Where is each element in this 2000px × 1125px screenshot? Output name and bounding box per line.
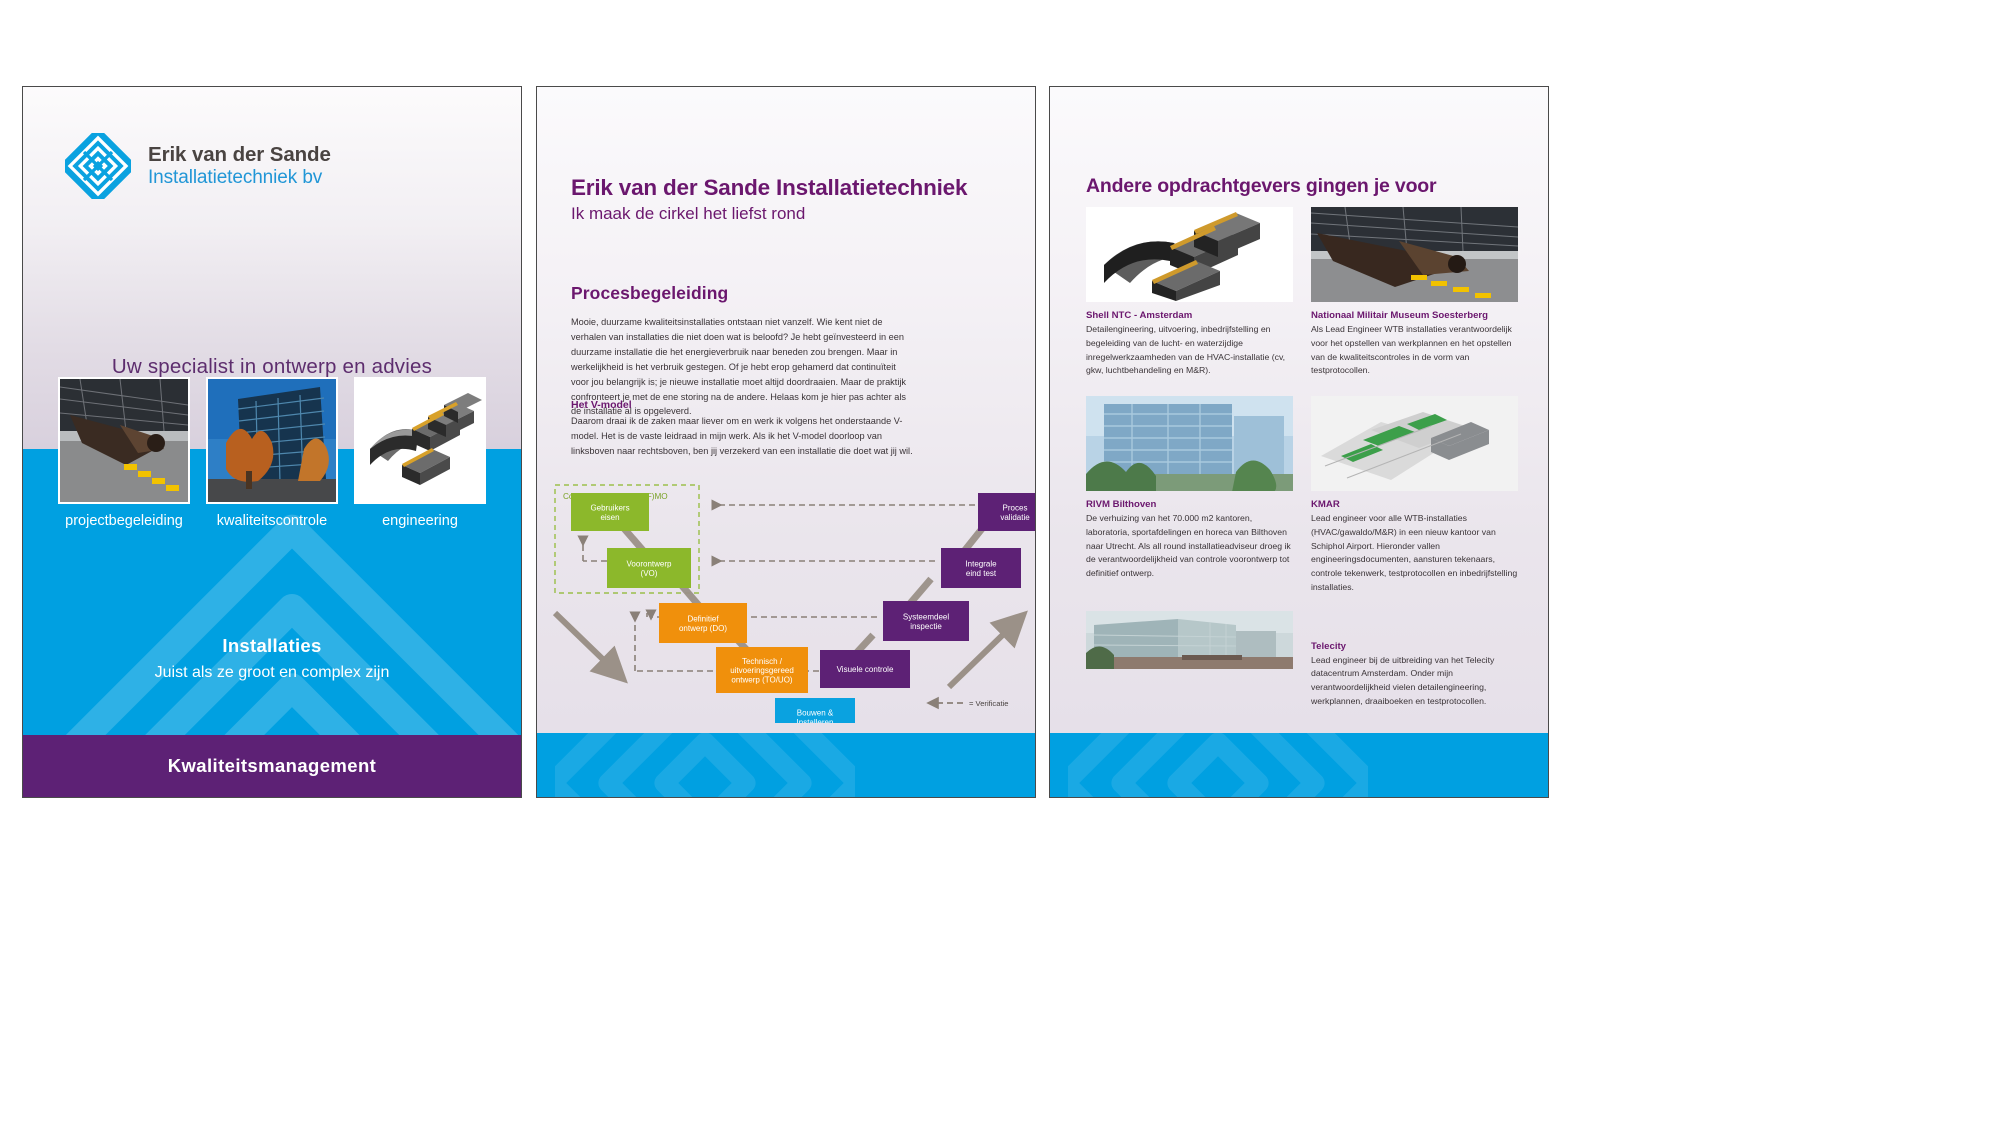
reference-description: Lead engineer voor alle WTB-installaties… <box>1311 513 1518 592</box>
vmodel-node-voorontwerp: Voorontwerp(VO) <box>607 548 691 588</box>
reference-image-nmm <box>1311 207 1518 302</box>
reference-card-shell[interactable]: Shell NTC - Amsterdam Detailengineering,… <box>1086 207 1293 378</box>
reference-image-rivm <box>1086 396 1293 491</box>
thumb-caption: projectbegeleiding <box>65 513 183 529</box>
cover-thumb-engineering[interactable]: engineering <box>354 377 486 529</box>
mid-subsection-heading: Het V-model <box>571 399 632 411</box>
logo-company-subtitle: Installatietechniek bv <box>148 166 323 188</box>
reference-description: Lead engineer bij de uitbreiding van het… <box>1311 654 1495 706</box>
mid-intro-paragraph: Mooie, duurzame kwaliteitsinstallaties o… <box>571 317 907 417</box>
thumb-image-projectbegeleiding <box>58 377 190 504</box>
reference-row: Telecity Lead engineer bij de uitbreidin… <box>1086 610 1518 709</box>
thumb-caption: kwaliteitscontrole <box>216 513 328 529</box>
mid-section-heading: Procesbegeleiding <box>571 283 729 303</box>
cover-footer-banner: Kwaliteitsmanagement <box>23 735 521 797</box>
installaties-title: Installaties <box>222 635 322 656</box>
cover-tagline: Uw specialist in ontwerp en advies <box>111 355 433 378</box>
reference-row: RIVM Bilthoven De verhuizing van het 70.… <box>1086 396 1518 595</box>
panel-cover: Erik van der Sande Installatietechniek b… <box>22 86 522 798</box>
vmodel-node-visuele-controle: Visuele controle <box>820 650 910 688</box>
vmodel-legend: = Verificatie <box>926 696 1008 710</box>
right-page-title: Andere opdrachtgevers gingen je voor <box>1086 175 1437 197</box>
reference-image-kmar <box>1311 396 1518 491</box>
cover-installaties-block: Installaties Juist als ze groot en compl… <box>23 635 521 682</box>
mid-subsection-paragraph: Daarom draai ik de zaken maar liever om … <box>571 416 913 456</box>
reference-row: Shell NTC - Amsterdam Detailengineering,… <box>1086 207 1518 378</box>
mid-page-title: Erik van der Sande Installatietechniek <box>571 175 968 200</box>
thumb-image-kwaliteitscontrole <box>206 377 338 504</box>
reference-image-shell <box>1086 207 1293 302</box>
reference-card-telecity[interactable]: Telecity Lead engineer bij de uitbreidin… <box>1311 611 1518 709</box>
installaties-subtitle: Juist als ze groot en complex zijn <box>154 664 390 681</box>
reference-name: KMAR <box>1311 499 1340 510</box>
right-blue-footer <box>1050 733 1548 797</box>
panel-referenties: Andere opdrachtgevers gingen je voor <box>1049 86 1549 798</box>
logo-lockup: Erik van der Sande Installatietechniek b… <box>65 133 331 199</box>
reference-description: Als Lead Engineer WTB installaties veran… <box>1311 324 1512 376</box>
reference-name: RIVM Bilthoven <box>1086 499 1157 510</box>
vmodel-node-bouwen-installeren: Bouwen &Installeren <box>775 698 855 723</box>
logo-watermark-icon <box>1068 733 1368 797</box>
reference-name: Nationaal Militair Museum Soesterberg <box>1311 310 1488 321</box>
v-model-diagram: Contract: DB/DBM/DB(F)MO <box>537 475 1035 723</box>
reference-card-kmar[interactable]: KMAR Lead engineer voor alle WTB-install… <box>1311 396 1518 595</box>
reference-image-telecity <box>1086 610 1293 669</box>
logo-watermark-icon <box>61 514 521 737</box>
mid-page-subtitle: Ik maak de cirkel het liefst rond <box>571 204 806 223</box>
footer-banner-label: Kwaliteitsmanagement <box>167 755 377 776</box>
reference-name: Shell NTC - Amsterdam <box>1086 310 1193 321</box>
company-logo-icon <box>65 133 131 199</box>
contract-boundary-box <box>554 484 700 594</box>
logo-watermark-icon <box>555 733 855 797</box>
panel-procesbegeleiding: Erik van der Sande Installatietechniek I… <box>536 86 1036 798</box>
svg-text:Visuele controle: Visuele controle <box>837 665 894 674</box>
reference-card-rivm[interactable]: RIVM Bilthoven De verhuizing van het 70.… <box>1086 396 1293 595</box>
vmodel-legend-label: = Verificatie <box>969 699 1008 708</box>
reference-card-nmm[interactable]: Nationaal Militair Museum Soesterberg Al… <box>1311 207 1518 378</box>
cover-thumb-kwaliteitscontrole[interactable]: kwaliteitscontrole <box>206 377 338 529</box>
svg-text:Voorontwerp(VO): Voorontwerp(VO) <box>627 560 672 578</box>
thumb-caption: engineering <box>382 513 458 529</box>
reference-card-telecity-image[interactable] <box>1086 610 1293 709</box>
reference-description: De verhuizing van het 70.000 m2 kantoren… <box>1086 513 1291 578</box>
reference-description: Detailengineering, uitvoering, inbedrijf… <box>1086 324 1286 376</box>
reference-grid: Shell NTC - Amsterdam Detailengineering,… <box>1086 207 1518 709</box>
thumb-image-engineering <box>354 377 486 504</box>
cover-thumbnail-row: projectbegeleiding <box>23 377 521 529</box>
mid-blue-footer <box>537 733 1035 797</box>
cover-thumb-projectbegeleiding[interactable]: projectbegeleiding <box>58 377 190 529</box>
svg-text:Bouwen &Installeren: Bouwen &Installeren <box>797 709 834 723</box>
logo-company-name: Erik van der Sande <box>148 142 331 166</box>
reference-name: Telecity <box>1311 640 1347 652</box>
